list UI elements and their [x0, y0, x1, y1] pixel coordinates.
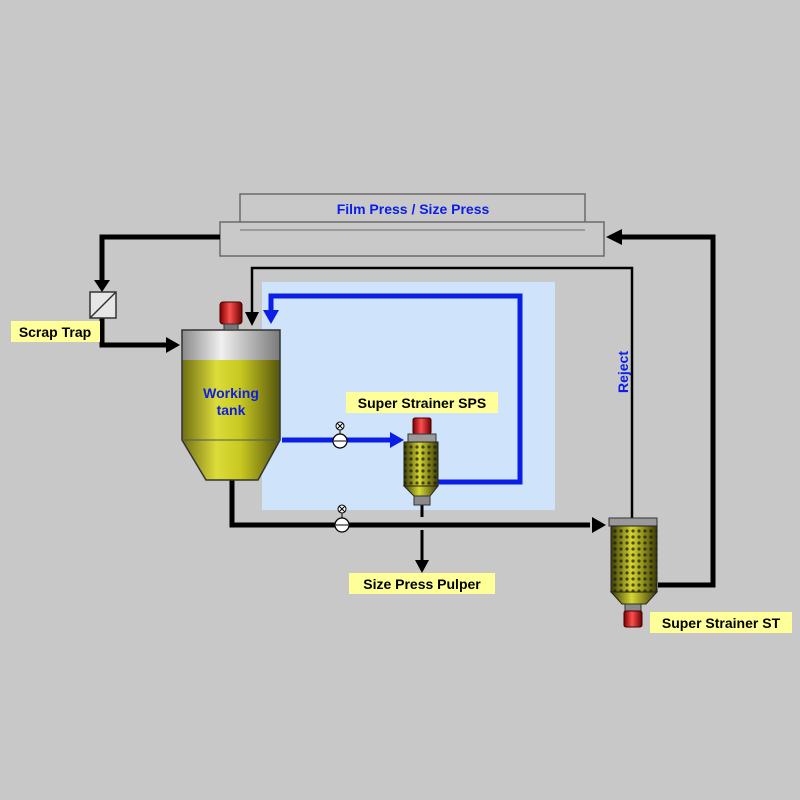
- pulper-label: Size Press Pulper: [363, 576, 481, 592]
- main-pipes: [99, 234, 716, 588]
- motor-icon: [219, 301, 243, 331]
- flow-meter-icon: [334, 504, 350, 533]
- sps-label: Super Strainer SPS: [358, 395, 486, 411]
- reject-line: [250, 266, 634, 520]
- sps-label-box: Super Strainer SPS: [346, 392, 498, 413]
- film-press: [219, 193, 605, 257]
- super-strainer-st: [608, 517, 659, 628]
- working-tank-label-2: tank: [217, 402, 246, 418]
- working-tank: [181, 329, 281, 481]
- arrowhead-icon: [94, 229, 622, 573]
- arrowhead-icon: [263, 310, 404, 448]
- reject-label: Reject: [615, 351, 631, 393]
- working-tank-label: Working: [203, 385, 259, 401]
- flow-meter-icon: [332, 421, 348, 449]
- scrap-trap-label: Scrap Trap: [19, 324, 91, 340]
- super-strainer-sps: [402, 417, 440, 506]
- screen-valve-icon: [89, 291, 117, 319]
- scrap-trap-label-box: Scrap Trap: [11, 321, 100, 342]
- pulper-label-box: Size Press Pulper: [349, 573, 495, 594]
- st-label: Super Strainer ST: [662, 615, 781, 631]
- st-label-box: Super Strainer ST: [650, 612, 792, 633]
- film-press-label: Film Press / Size Press: [337, 201, 490, 217]
